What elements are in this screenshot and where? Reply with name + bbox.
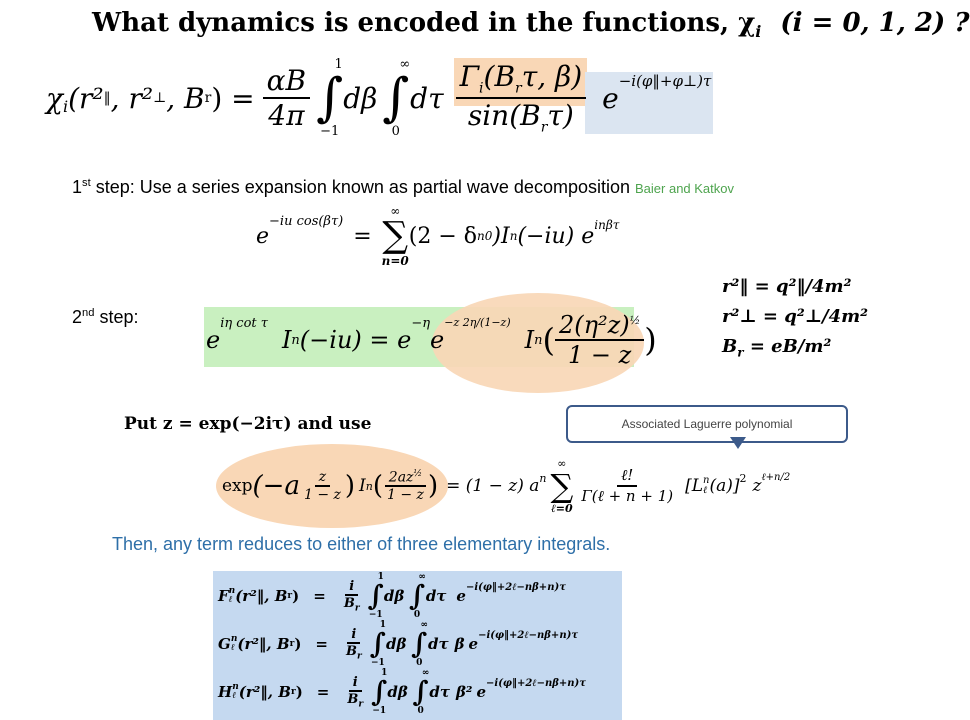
chi-args-end: ) = <box>211 81 255 115</box>
conclusion-text: Then, any term reduces to either of thre… <box>112 534 611 554</box>
chi-exp-power: −i(φ‖+φ⊥)τ <box>618 72 712 90</box>
chi-int1-lower: −1 <box>320 124 340 139</box>
chi-lhs-sub: i <box>62 97 69 116</box>
chi-integral-1: 1 ∫ −1 <box>316 57 344 139</box>
variable-definitions: r²‖ = q²‖/4m² r²⊥ = q²⊥/4m² Br = eB/m² <box>722 272 868 368</box>
chi-sin: sin(B <box>467 99 541 132</box>
exponent-highlight <box>585 72 713 134</box>
chi-gamma-args: (B <box>483 60 516 94</box>
step1-description: step: Use a series expansion known as pa… <box>90 177 635 197</box>
step1-lhs-power: −iu cos(βτ) <box>269 214 344 229</box>
chi-integral-2: ∞ ∫ 0 <box>382 57 411 139</box>
laguerre-sum: ∞ ∑ ℓ=0 <box>550 457 574 515</box>
slide-title: What dynamics is encoded in the function… <box>92 8 970 41</box>
chi-exp-base: e <box>602 81 619 115</box>
put-z-text: Put z = exp(−2iτ) and use <box>124 414 372 434</box>
chi-dtau: dτ <box>410 81 444 115</box>
chi-gamma: Γ <box>459 60 480 94</box>
chi-sin-2: τ) <box>547 99 574 132</box>
step2-text: 2nd step: <box>72 307 139 327</box>
chi-int2-upper: ∞ <box>399 57 411 72</box>
integrals-box <box>213 571 622 720</box>
step1-reference: Baier and Katkov <box>635 181 735 196</box>
chi-prefactor: αB 4π <box>262 64 311 132</box>
chi-gamma-args-2: τ, β) <box>521 60 583 94</box>
laguerre-callout: Associated Laguerre polynomial <box>566 405 848 443</box>
title-index: i <box>755 22 762 42</box>
chi-args-2: , r² <box>110 81 154 115</box>
chi-dbeta: dβ <box>343 81 378 115</box>
chi-int2-lower: 0 <box>391 124 400 139</box>
chi-prefactor-den: 4π <box>268 99 305 132</box>
step1-text: 1st step: Use a series expansion known a… <box>72 177 735 197</box>
step2-fraction: 2(η²z)½ 1 − z <box>554 311 645 369</box>
def-r-parallel: r²‖ = q²‖/4m² <box>722 276 852 297</box>
def-br: Br = eB/m² <box>722 336 832 360</box>
chi-args-3: , B <box>166 81 205 115</box>
title-text: What dynamics is encoded in the function… <box>92 8 756 38</box>
chi-args: (r² <box>68 81 104 115</box>
chi-int1-upper: 1 <box>334 57 343 72</box>
chi-lhs: χ <box>46 81 63 115</box>
step2-orange-ellipse <box>432 293 644 393</box>
chi-prefactor-num: αB <box>262 64 311 99</box>
step1-sum: ∞ ∑ n=0 <box>381 204 409 268</box>
title-tail: (i = 0, 1, 2) ? <box>780 8 970 38</box>
callout-tail <box>730 437 746 449</box>
chi-gamma-fraction: Γi(Brτ, β) sin(Brτ) <box>455 60 587 136</box>
def-r-perp: r²⊥ = q²⊥/4m² <box>722 306 869 327</box>
